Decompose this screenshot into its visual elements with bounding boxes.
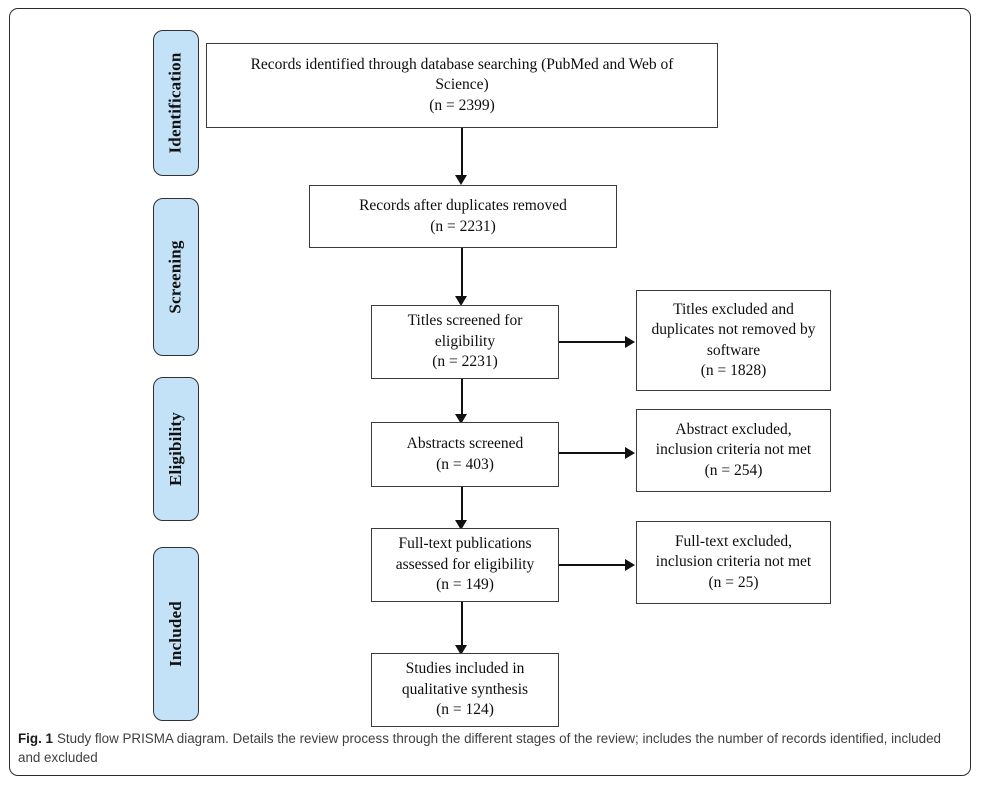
flow-box-abstracts-excluded: Abstract excluded, inclusion criteria no…	[636, 409, 831, 492]
flow-box-abstracts-excluded-text: Abstract excluded, inclusion criteria no…	[655, 420, 812, 479]
connector-identified-to-duplicates	[461, 128, 463, 178]
arrowhead-fulltext-to-excluded	[625, 559, 635, 571]
flow-box-records-identified: Records identified through database sear…	[206, 43, 718, 128]
arrowhead-abstracts-to-excluded	[625, 447, 635, 459]
stage-label-eligibility: Eligibility	[166, 412, 185, 486]
flow-box-fulltext-assessed: Full-text publications assessed for elig…	[371, 528, 559, 602]
flow-box-titles-excluded: Titles excluded and duplicates not remov…	[636, 290, 831, 391]
stage-label-screening: Screening	[166, 240, 186, 314]
stage-pill-screening: Screening	[153, 198, 199, 356]
flow-box-fulltext-assessed-text: Full-text publications assessed for elig…	[395, 535, 535, 594]
connector-abstracts-to-excluded	[559, 452, 628, 454]
connector-abstracts-to-fulltext	[461, 487, 463, 527]
figure-frame: Identification Screening Eligibility Inc…	[9, 8, 971, 776]
flow-box-records-after-duplicates-text: Records after duplicates removed (n = 22…	[359, 197, 567, 235]
arrowhead-titles-to-excluded	[625, 336, 635, 348]
flow-box-titles-screened: Titles screened for eligibility (n = 223…	[371, 305, 559, 379]
stage-pill-identification: Identification	[153, 30, 199, 176]
stage-label-identification: Identification	[166, 52, 185, 154]
stage-pill-included: Included	[153, 547, 199, 721]
stage-label-included: Included	[166, 601, 186, 667]
connector-titles-to-abstracts	[461, 379, 463, 421]
figure-caption-text: Study flow PRISMA diagram. Details the r…	[18, 731, 941, 766]
arrowhead-duplicates-to-titles	[455, 296, 467, 306]
flow-box-abstracts-screened: Abstracts screened (n = 403)	[371, 422, 559, 487]
connector-fulltext-to-included	[461, 602, 463, 652]
stage-pill-eligibility: Eligibility	[153, 377, 199, 521]
flow-box-fulltext-excluded-text: Full-text excluded, inclusion criteria n…	[655, 532, 812, 591]
figure-caption-label: Fig. 1	[18, 731, 53, 746]
arrowhead-identified-to-duplicates	[455, 175, 467, 185]
flow-box-abstracts-screened-text: Abstracts screened (n = 403)	[406, 435, 524, 473]
flow-box-titles-excluded-text: Titles excluded and duplicates not remov…	[651, 300, 816, 379]
arrowhead-titles-to-abstracts	[455, 414, 467, 424]
arrowhead-fulltext-to-included	[455, 645, 467, 655]
flow-box-studies-included-text: Studies included in qualitative synthesi…	[401, 660, 529, 719]
flow-box-fulltext-excluded: Full-text excluded, inclusion criteria n…	[636, 521, 831, 604]
arrowhead-abstracts-to-fulltext	[455, 520, 467, 530]
connector-fulltext-to-excluded	[559, 564, 628, 566]
connector-duplicates-to-titles	[461, 248, 463, 303]
flow-box-records-identified-text: Records identified through database sear…	[250, 55, 674, 114]
flow-box-titles-screened-text: Titles screened for eligibility (n = 223…	[407, 312, 523, 371]
flow-box-records-after-duplicates: Records after duplicates removed (n = 22…	[309, 185, 617, 248]
flow-box-studies-included: Studies included in qualitative synthesi…	[371, 653, 559, 727]
connector-titles-to-excluded	[559, 341, 628, 343]
